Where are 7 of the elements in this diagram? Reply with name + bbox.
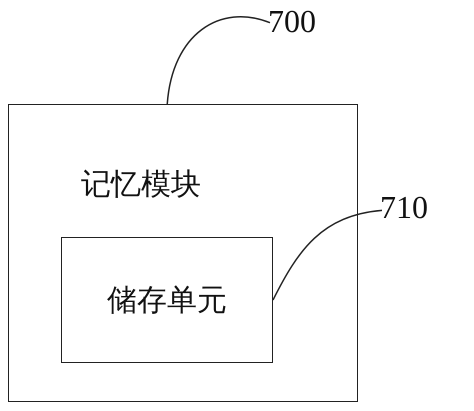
callout-number: 700 [268, 4, 316, 38]
unit-box: 储存单元 [61, 237, 273, 363]
callout-number: 710 [380, 190, 428, 224]
leader-line [166, 16, 270, 104]
leader-line [272, 210, 382, 300]
module-title: 记忆模块 [81, 168, 201, 202]
module-box [8, 104, 358, 402]
